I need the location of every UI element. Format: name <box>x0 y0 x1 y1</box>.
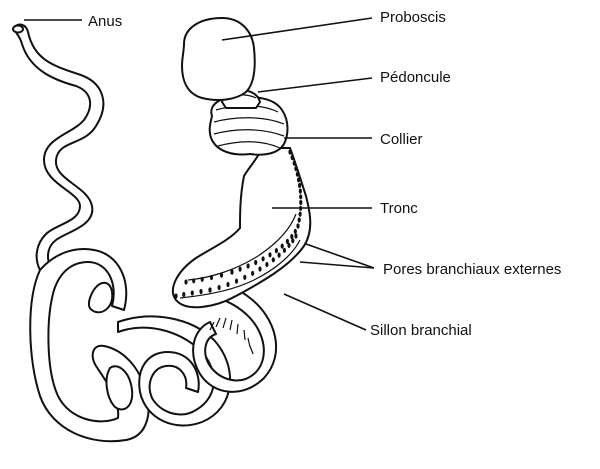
gill-pore <box>297 217 301 223</box>
gill-pore <box>190 290 194 296</box>
gill-pore <box>293 228 297 234</box>
gill-pore <box>208 287 212 293</box>
label-proboscis: Proboscis <box>380 9 446 26</box>
gill-pore <box>277 252 281 258</box>
gill-pore <box>238 266 242 272</box>
label-pores: Pores branchiaux externes <box>383 261 561 278</box>
gill-pore <box>291 238 295 244</box>
gill-pore <box>296 223 300 229</box>
proboscis <box>181 17 256 101</box>
leader-pores-1 <box>299 261 375 269</box>
gill-pore <box>200 276 204 282</box>
gill-pore <box>268 252 272 258</box>
gill-pore <box>298 211 302 217</box>
gill-pore <box>271 257 275 263</box>
gill-pore <box>258 266 262 272</box>
gill-pore <box>226 281 230 288</box>
gill-pore <box>299 199 303 206</box>
label-pedoncule: Pédoncule <box>380 69 451 86</box>
gill-pore <box>292 160 296 166</box>
label-collier: Collier <box>380 131 423 148</box>
gill-pore <box>219 272 224 278</box>
gill-pore <box>234 278 239 284</box>
gill-pore <box>294 166 298 172</box>
leader-pedoncule <box>257 77 373 93</box>
posterior-tail <box>12 23 105 271</box>
gill-pore <box>192 278 196 284</box>
gill-pores <box>174 149 303 299</box>
gill-slits-lower <box>209 317 254 355</box>
gill-pore <box>209 274 214 281</box>
gill-pore <box>184 279 188 285</box>
gill-pore <box>243 274 247 280</box>
gill-pore <box>199 288 203 295</box>
gill-pore <box>298 182 302 188</box>
gill-pore <box>265 261 269 268</box>
gill-pore <box>285 238 289 244</box>
gill-pore <box>295 171 299 177</box>
gill-pore <box>261 256 265 262</box>
labels: Anus Proboscis Pédoncule Collier Tronc P… <box>88 9 561 339</box>
gill-pore <box>254 259 258 266</box>
gill-pore <box>298 188 302 194</box>
gill-pore <box>299 194 303 200</box>
gill-pore <box>287 242 291 248</box>
gill-pore <box>288 149 292 155</box>
gill-pore <box>246 263 250 269</box>
gill-pore <box>274 248 278 254</box>
leader-lines <box>24 17 375 331</box>
gill-pore <box>182 291 186 298</box>
gill-pore <box>217 284 221 291</box>
label-anus: Anus <box>88 13 122 30</box>
gill-pore <box>290 154 294 161</box>
gill-pore <box>230 269 234 275</box>
coiled-body <box>29 147 312 443</box>
gill-pore <box>174 293 178 299</box>
gill-pore <box>294 233 298 239</box>
anus-opening <box>12 24 24 34</box>
leader-pores-2 <box>305 243 375 269</box>
label-tronc: Tronc <box>380 200 418 217</box>
gill-pore <box>282 247 286 253</box>
label-sillon: Sillon branchial <box>370 322 472 339</box>
gill-pore <box>297 177 301 183</box>
gill-pore <box>251 270 255 276</box>
leader-sillon <box>283 293 367 331</box>
gill-pore <box>280 243 284 249</box>
leader-proboscis <box>221 17 373 41</box>
gill-pore <box>290 233 294 240</box>
